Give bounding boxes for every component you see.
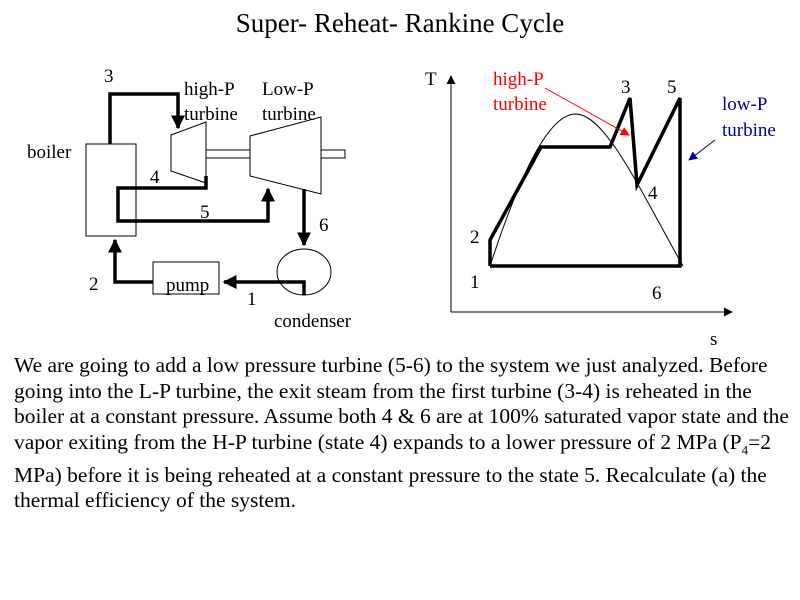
schematic-state-3: 3 <box>104 66 114 87</box>
pipe-4 <box>116 176 208 223</box>
lp-turbine-label-1-ts: low-P <box>722 94 767 115</box>
ts-state-2: 2 <box>470 227 480 248</box>
cycle-path <box>488 97 682 268</box>
diagram-canvas: boiler pump condenser high-P turbine Low… <box>27 66 776 350</box>
lp-turbine-shape <box>249 116 322 195</box>
schematic-state-2: 2 <box>89 274 99 295</box>
condenser-label: condenser <box>274 311 352 332</box>
hp-turbine-label-1-ts: high-P <box>493 69 544 90</box>
problem-text-part1: We are going to add a low pressure turbi… <box>14 353 789 454</box>
page-title: Super- Reheat- Rankine Cycle <box>235 8 565 38</box>
schematic-state-1: 1 <box>247 289 257 310</box>
ts-state-4: 4 <box>648 183 658 204</box>
lp-turbine-pointer <box>688 139 716 161</box>
problem-statement: We are going to add a low pressure turbi… <box>14 353 794 514</box>
turbine-shaft-lp <box>320 149 346 159</box>
hp-turbine-shape <box>170 121 207 184</box>
boiler-label: boiler <box>27 142 72 163</box>
schematic-state-5: 5 <box>200 202 210 223</box>
pipe-3 <box>108 92 185 144</box>
hp-turbine-label-2-ts: turbine <box>493 94 547 115</box>
ts-diagram: T s high-P turbine low-P turbine 3 5 4 2… <box>425 69 776 350</box>
ts-state-6: 6 <box>652 283 662 304</box>
schematic-state-4: 4 <box>150 167 160 188</box>
schematic-state-6: 6 <box>319 215 329 236</box>
ts-state-3: 3 <box>621 77 631 98</box>
pump-box <box>152 261 220 295</box>
lp-turbine-label-2: turbine <box>262 104 316 125</box>
pipe-5 <box>136 187 275 223</box>
ts-state-5: 5 <box>667 77 677 98</box>
ts-state-1: 1 <box>470 272 480 293</box>
problem-text-subscript: 4 <box>741 442 749 458</box>
t-axis-label: T <box>425 69 437 90</box>
s-axis-label: s <box>710 329 717 350</box>
hp-turbine-pointer <box>544 87 630 136</box>
hp-turbine-label-2: turbine <box>184 104 238 125</box>
lp-turbine-label-1: Low-P <box>262 79 314 100</box>
pipe-2 <box>108 238 153 284</box>
turbine-shaft-hp <box>205 149 251 159</box>
hp-turbine-label-1: high-P <box>184 79 235 100</box>
cycle-schematic: boiler pump condenser high-P turbine Low… <box>27 66 352 332</box>
lp-turbine-label-2-ts: turbine <box>722 120 776 141</box>
pump-label: pump <box>166 275 209 296</box>
problem-text-part2: =2 MPa) before it is being reheated at a… <box>14 429 772 513</box>
pipe-1 <box>222 275 306 295</box>
